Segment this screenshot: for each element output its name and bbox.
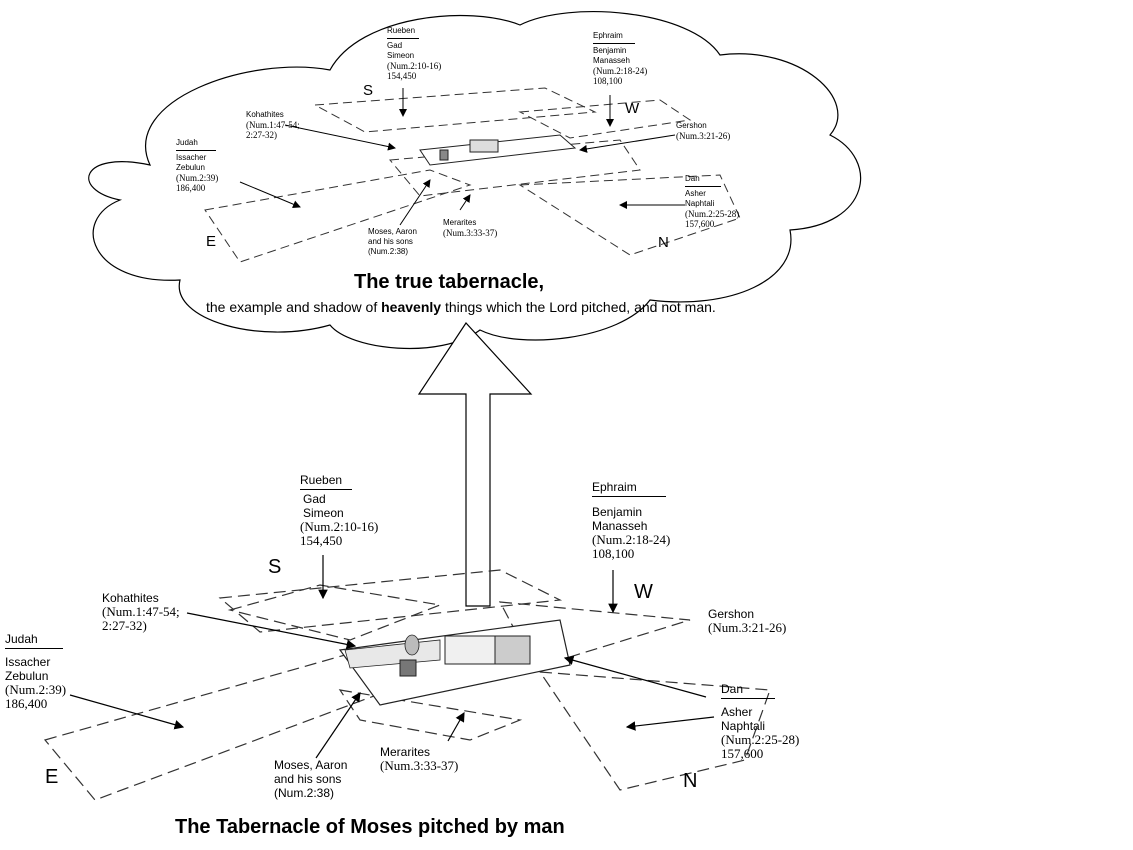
heavenly-subtitle-bold: heavenly	[381, 299, 442, 315]
heavenly-merarites-name: Merarites	[443, 218, 477, 227]
earthly-kohathites-name: Kohathites	[102, 591, 159, 605]
heavenly-rueben-tribe: Simeon	[387, 51, 415, 60]
earthly-ephraim-tribe: Benjamin	[592, 505, 643, 519]
earthly-direction-n: N	[683, 770, 698, 792]
heavenly-tabernacle-court	[419, 134, 577, 166]
heavenly-gershon-group: Gershon (Num.3:21-26)	[676, 121, 730, 141]
heavenly-moses-ref: (Num.2:38)	[368, 247, 409, 256]
heavenly-kohathites-ref2: 2:27-32)	[246, 130, 277, 140]
earthly-dan-tribe: Naphtali	[721, 719, 766, 733]
earthly-moses-ref: (Num.2:38)	[274, 786, 335, 800]
earthly-rueben-ref: (Num.2:10-16)	[300, 519, 379, 534]
heavenly-judah-leader: Judah	[176, 138, 216, 151]
heavenly-judah-group: Judah Issacher Zebulun (Num.2:39) 186,40…	[176, 138, 218, 193]
earthly-ephraim-tribe: Manasseh	[592, 519, 648, 533]
heavenly-subtitle: the example and shadow of heavenly thing…	[206, 299, 716, 315]
heavenly-dan-group: Dan Asher Naphtali (Num.2:25-28) 157,600	[685, 174, 739, 229]
earthly-judah-leader: Judah	[5, 632, 63, 649]
earthly-rueben-tribe: Gad	[303, 492, 326, 506]
heavenly-subtitle-after: things which the Lord pitched, and not m…	[441, 299, 716, 315]
heavenly-direction-s: S	[363, 82, 374, 99]
earthly-dan-count: 157,600	[721, 746, 764, 761]
heavenly-judah-tribe: Issacher	[176, 153, 207, 162]
earthly-gershon-group: Gershon (Num.3:21-26)	[708, 607, 786, 635]
earthly-rueben-tribe: Simeon	[303, 506, 344, 520]
heavenly-dan-tribe: Naphtali	[685, 199, 715, 208]
heavenly-rueben-ref: (Num.2:10-16)	[387, 61, 442, 71]
heavenly-kohathites-group: Kohathites (Num.1:47-54; 2:27-32)	[246, 110, 300, 140]
earthly-ephraim-group: Ephraim Benjamin Manasseh (Num.2:18-24) …	[592, 480, 670, 561]
earthly-dan-leader: Dan	[721, 682, 775, 699]
earthly-rueben-leader: Rueben	[300, 473, 352, 490]
heavenly-ephraim-tribe: Benjamin	[593, 46, 627, 55]
earthly-judah-count: 186,400	[5, 696, 48, 711]
heavenly-judah-ref: (Num.2:39)	[176, 173, 219, 183]
earthly-ephraim-leader: Ephraim	[592, 480, 666, 497]
earthly-judah-tribe: Issacher	[5, 655, 51, 669]
heavenly-kohathites-ref1: (Num.1:47-54;	[246, 120, 300, 130]
earthly-judah-ref: (Num.2:39)	[5, 682, 67, 697]
heavenly-rueben-leader: Rueben	[387, 26, 419, 39]
earthly-direction-e: E	[45, 766, 59, 788]
heavenly-moses-line2: and his sons	[368, 237, 413, 246]
heavenly-judah-tribe: Zebulun	[176, 163, 205, 172]
heavenly-kohathites-name: Kohathites	[246, 110, 284, 119]
heavenly-ephraim-ref: (Num.2:18-24)	[593, 66, 648, 76]
heavenly-subtitle-before: the example and shadow of	[206, 299, 382, 315]
heavenly-arrows	[239, 88, 685, 226]
heavenly-judah-count: 186,400	[176, 183, 206, 193]
heavenly-dan-leader: Dan	[685, 174, 721, 187]
heavenly-merarites-group: Merarites (Num.3:33-37)	[443, 218, 497, 238]
earthly-moses-group: Moses, Aaron and his sons (Num.2:38)	[274, 758, 347, 800]
earthly-gershon-name: Gershon	[708, 607, 755, 621]
heavenly-rueben-group: Rueben Gad Simeon (Num.2:10-16) 154,450	[387, 26, 441, 81]
heavenly-rueben-count: 154,450	[387, 71, 417, 81]
earthly-title: The Tabernacle of Moses pitched by man	[175, 816, 565, 838]
heavenly-ephraim-leader: Ephraim	[593, 31, 635, 44]
earthly-gershon-ref: (Num.3:21-26)	[708, 620, 787, 635]
cloud-shape	[88, 11, 862, 350]
heavenly-ephraim-group: Ephraim Benjamin Manasseh (Num.2:18-24) …	[593, 31, 647, 86]
earthly-rueben-group: Rueben Gad Simeon (Num.2:10-16) 154,450	[300, 473, 378, 548]
earthly-merarites-name: Merarites	[380, 745, 431, 759]
heavenly-moses-group: Moses, Aaron and his sons (Num.2:38)	[368, 227, 417, 257]
earthly-merarites-group: Merarites (Num.3:33-37)	[380, 745, 458, 773]
earthly-dan-group: Dan Asher Naphtali (Num.2:25-28) 157,600	[721, 682, 799, 761]
earthly-ephraim-count: 108,100	[592, 546, 635, 561]
earthly-ephraim-ref: (Num.2:18-24)	[592, 532, 671, 547]
heavenly-direction-e: E	[206, 233, 217, 250]
heavenly-rueben-tribe: Gad	[387, 41, 403, 50]
earthly-direction-w: W	[634, 581, 653, 603]
heavenly-ephraim-tribe: Manasseh	[593, 56, 630, 65]
ascend-arrow	[417, 322, 533, 607]
heavenly-ephraim-count: 108,100	[593, 76, 623, 86]
earthly-dan-ref: (Num.2:25-28)	[721, 732, 800, 747]
heavenly-dan-ref: (Num.2:25-28)	[685, 209, 740, 219]
earthly-moses-line2: and his sons	[274, 772, 342, 786]
earthly-kohathites-group: Kohathites (Num.1:47-54; 2:27-32)	[102, 591, 180, 633]
heavenly-camp-layout	[204, 87, 741, 263]
earthly-judah-tribe: Zebulun	[5, 669, 49, 683]
heavenly-moses-line1: Moses, Aaron	[368, 227, 417, 236]
heavenly-direction-n: N	[658, 234, 669, 251]
earthly-moses-line1: Moses, Aaron	[274, 758, 348, 772]
earthly-rueben-count: 154,450	[300, 533, 343, 548]
heavenly-gershon-name: Gershon	[676, 121, 707, 130]
earthly-kohathites-ref2: 2:27-32)	[102, 618, 147, 633]
earthly-tabernacle-court	[338, 619, 571, 706]
heavenly-gershon-ref: (Num.3:21-26)	[676, 131, 731, 141]
heavenly-merarites-ref: (Num.3:33-37)	[443, 228, 498, 238]
earthly-kohathites-ref1: (Num.1:47-54;	[102, 604, 180, 619]
heavenly-direction-w: W	[625, 100, 640, 117]
earthly-judah-group: Judah Issacher Zebulun (Num.2:39) 186,40…	[5, 632, 66, 711]
heavenly-dan-tribe: Asher	[685, 189, 706, 198]
earthly-direction-s: S	[268, 556, 282, 578]
earthly-dan-tribe: Asher	[721, 705, 753, 719]
heavenly-dan-count: 157,600	[685, 219, 715, 229]
earthly-merarites-ref: (Num.3:33-37)	[380, 758, 459, 773]
heavenly-title: The true tabernacle,	[354, 271, 545, 293]
earthly-arrows	[69, 555, 715, 759]
